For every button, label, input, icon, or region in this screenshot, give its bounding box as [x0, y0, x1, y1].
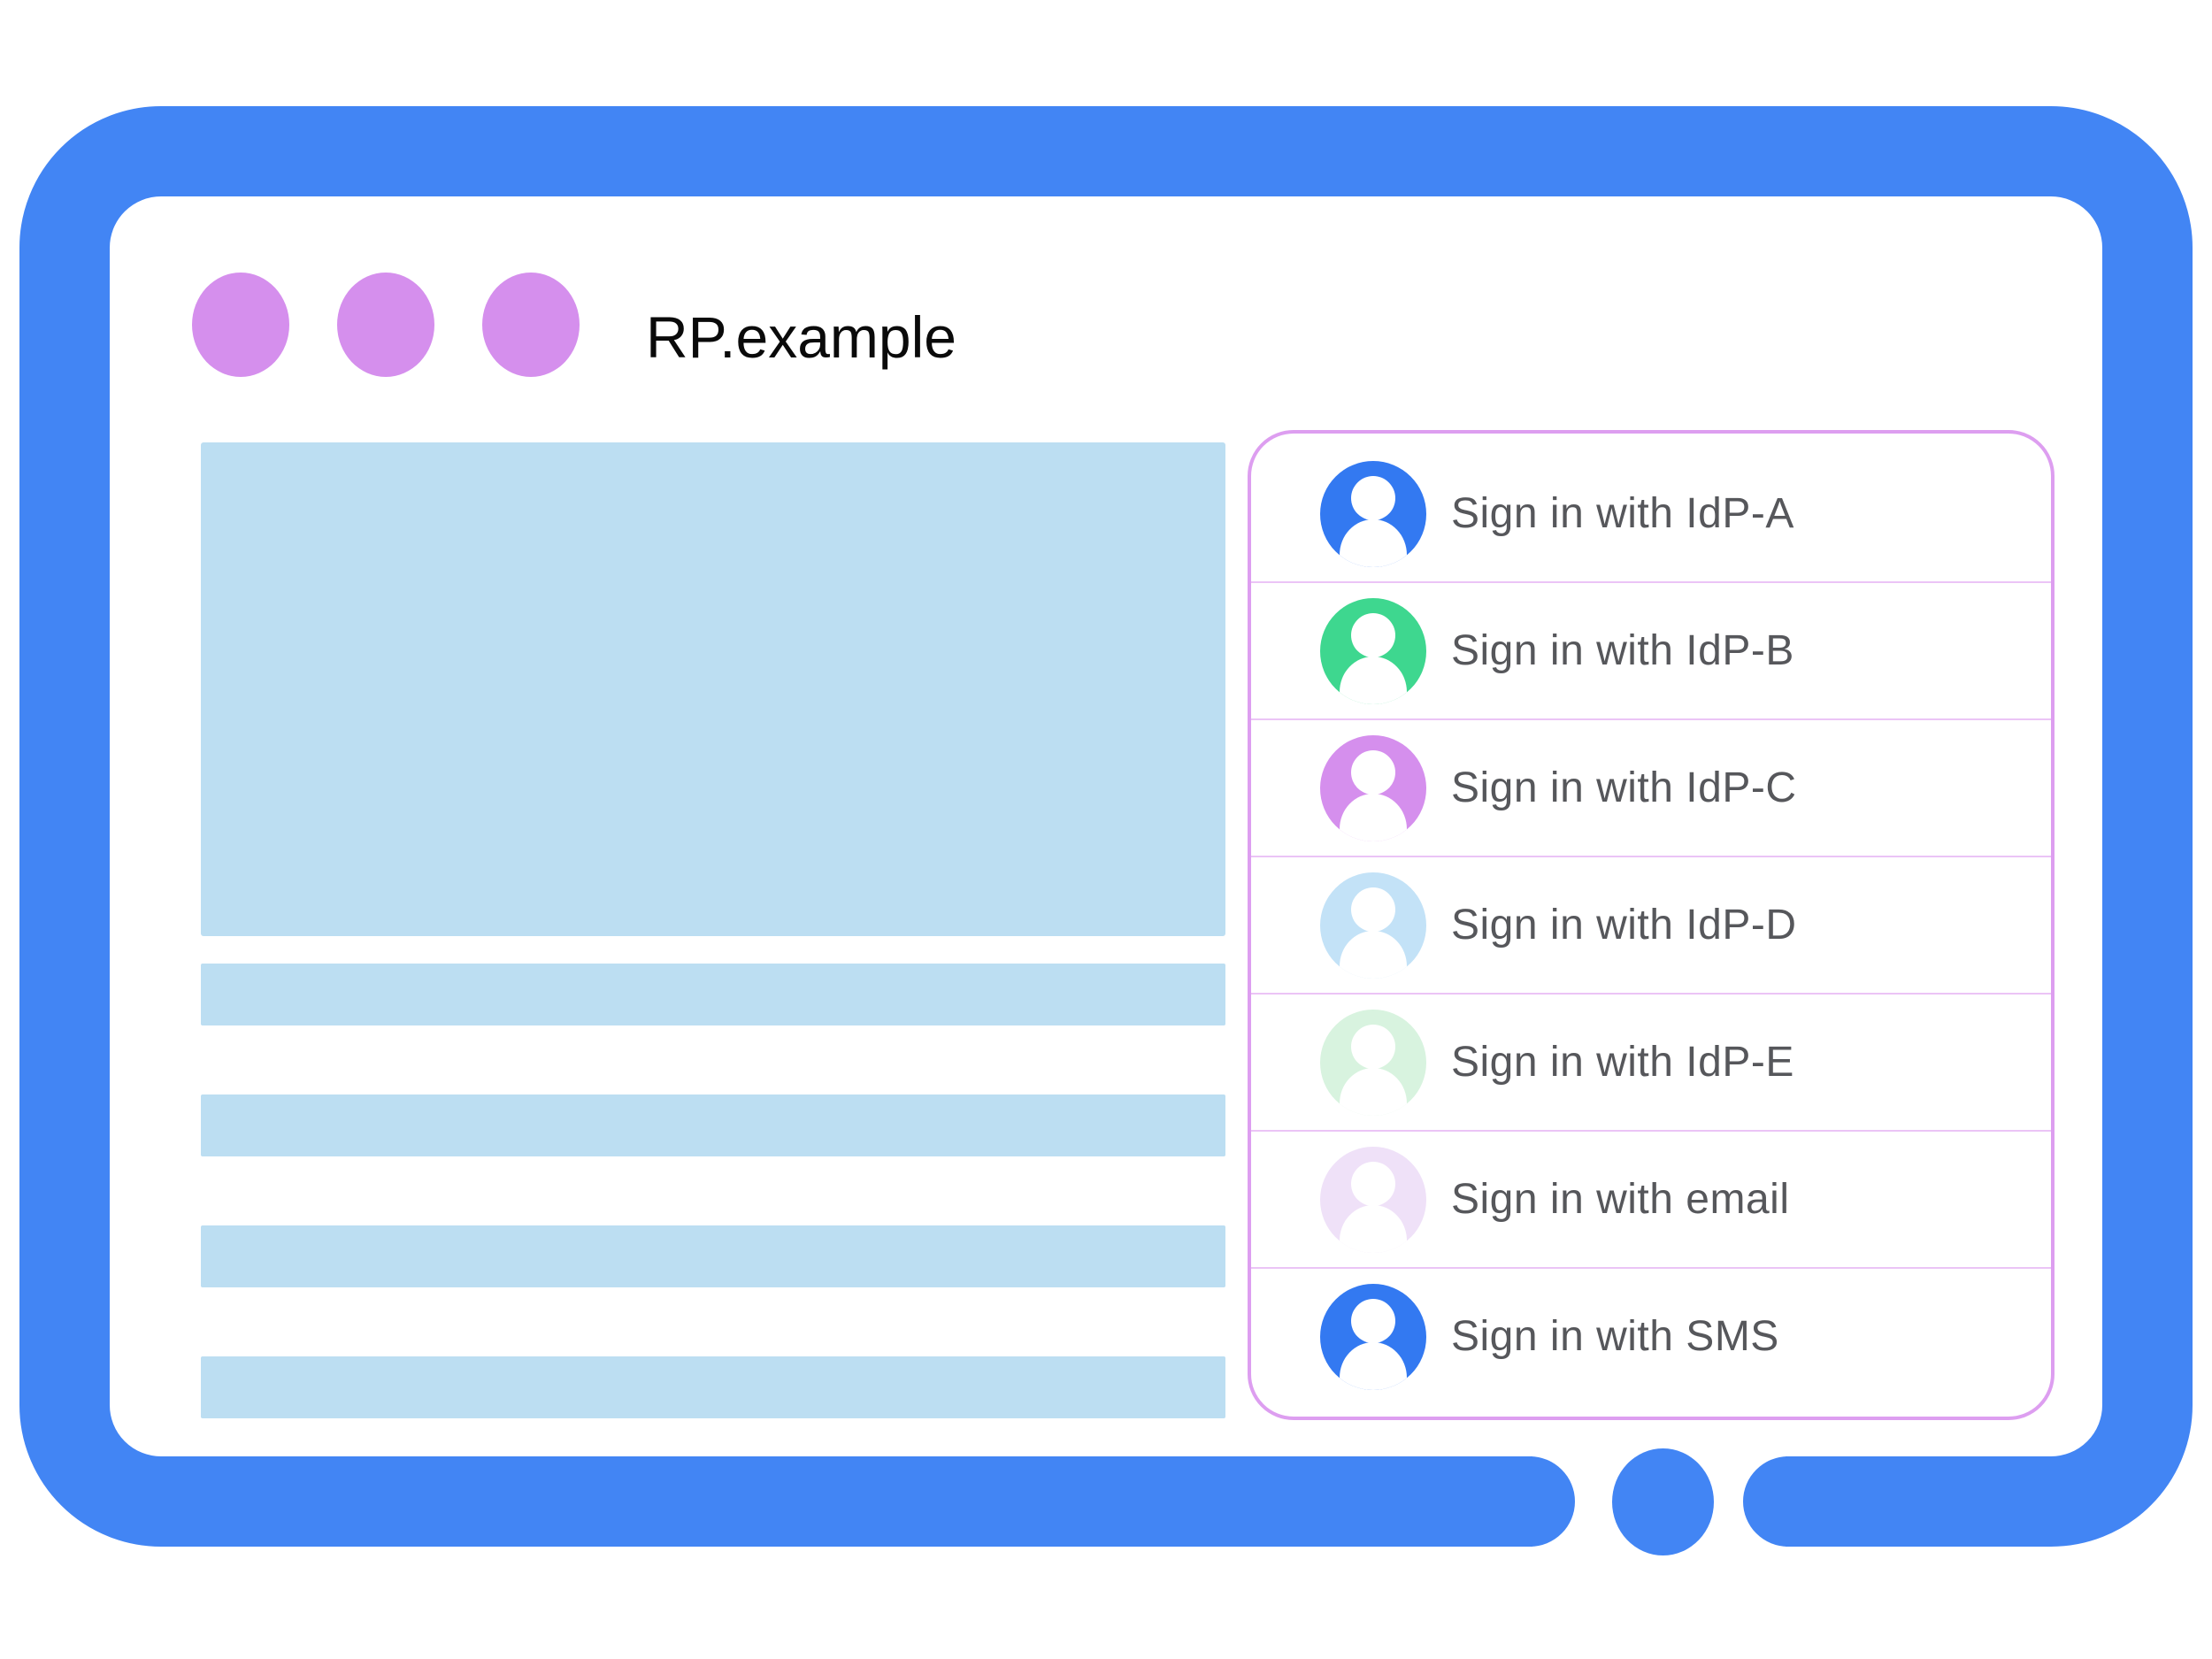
person-avatar-icon	[1320, 1146, 1426, 1253]
window-control-dot-icon	[482, 273, 580, 377]
frame-bottom-left-cap	[1469, 1456, 1575, 1547]
person-avatar-icon	[1320, 1283, 1426, 1390]
person-avatar-icon	[1320, 460, 1426, 567]
person-avatar-icon	[1320, 597, 1426, 704]
window-control-dot-icon	[192, 273, 289, 377]
page-content-placeholder-line	[201, 1225, 1225, 1287]
signin-option-label: Sign in with IdP-C	[1451, 764, 1797, 811]
signin-option-email[interactable]: Sign in with email	[1251, 1130, 2051, 1267]
signin-option-label: Sign in with IdP-A	[1451, 490, 1794, 537]
page-content-placeholder-line	[201, 964, 1225, 1025]
signin-option-idp-c[interactable]: Sign in with IdP-C	[1251, 718, 2051, 856]
signin-option-label: Sign in with SMS	[1451, 1313, 1779, 1360]
signin-option-sms[interactable]: Sign in with SMS	[1251, 1267, 2051, 1404]
person-avatar-icon	[1320, 734, 1426, 841]
signin-options-panel: Sign in with IdP-A Sign in with IdP-B Si…	[1248, 430, 2055, 1420]
signin-option-idp-d[interactable]: Sign in with IdP-D	[1251, 856, 2051, 993]
page-content-placeholder-line	[201, 1356, 1225, 1418]
page-content-placeholder-line	[201, 1094, 1225, 1156]
frame-bottom-right-cap	[1743, 1456, 1849, 1547]
frame-bottom-circle	[1612, 1448, 1714, 1555]
signin-option-idp-a[interactable]: Sign in with IdP-A	[1251, 446, 2051, 581]
person-avatar-icon	[1320, 872, 1426, 979]
signin-option-label: Sign in with IdP-D	[1451, 902, 1797, 949]
signin-option-idp-e[interactable]: Sign in with IdP-E	[1251, 993, 2051, 1130]
signin-option-label: Sign in with IdP-B	[1451, 627, 1794, 674]
signin-option-idp-b[interactable]: Sign in with IdP-B	[1251, 581, 2051, 718]
signin-option-label: Sign in with IdP-E	[1451, 1039, 1794, 1086]
window-control-dot-icon	[337, 273, 434, 377]
person-avatar-icon	[1320, 1009, 1426, 1116]
signin-option-label: Sign in with email	[1451, 1176, 1790, 1223]
site-title: RP.example	[646, 304, 956, 370]
page-content-placeholder-hero	[201, 442, 1225, 936]
